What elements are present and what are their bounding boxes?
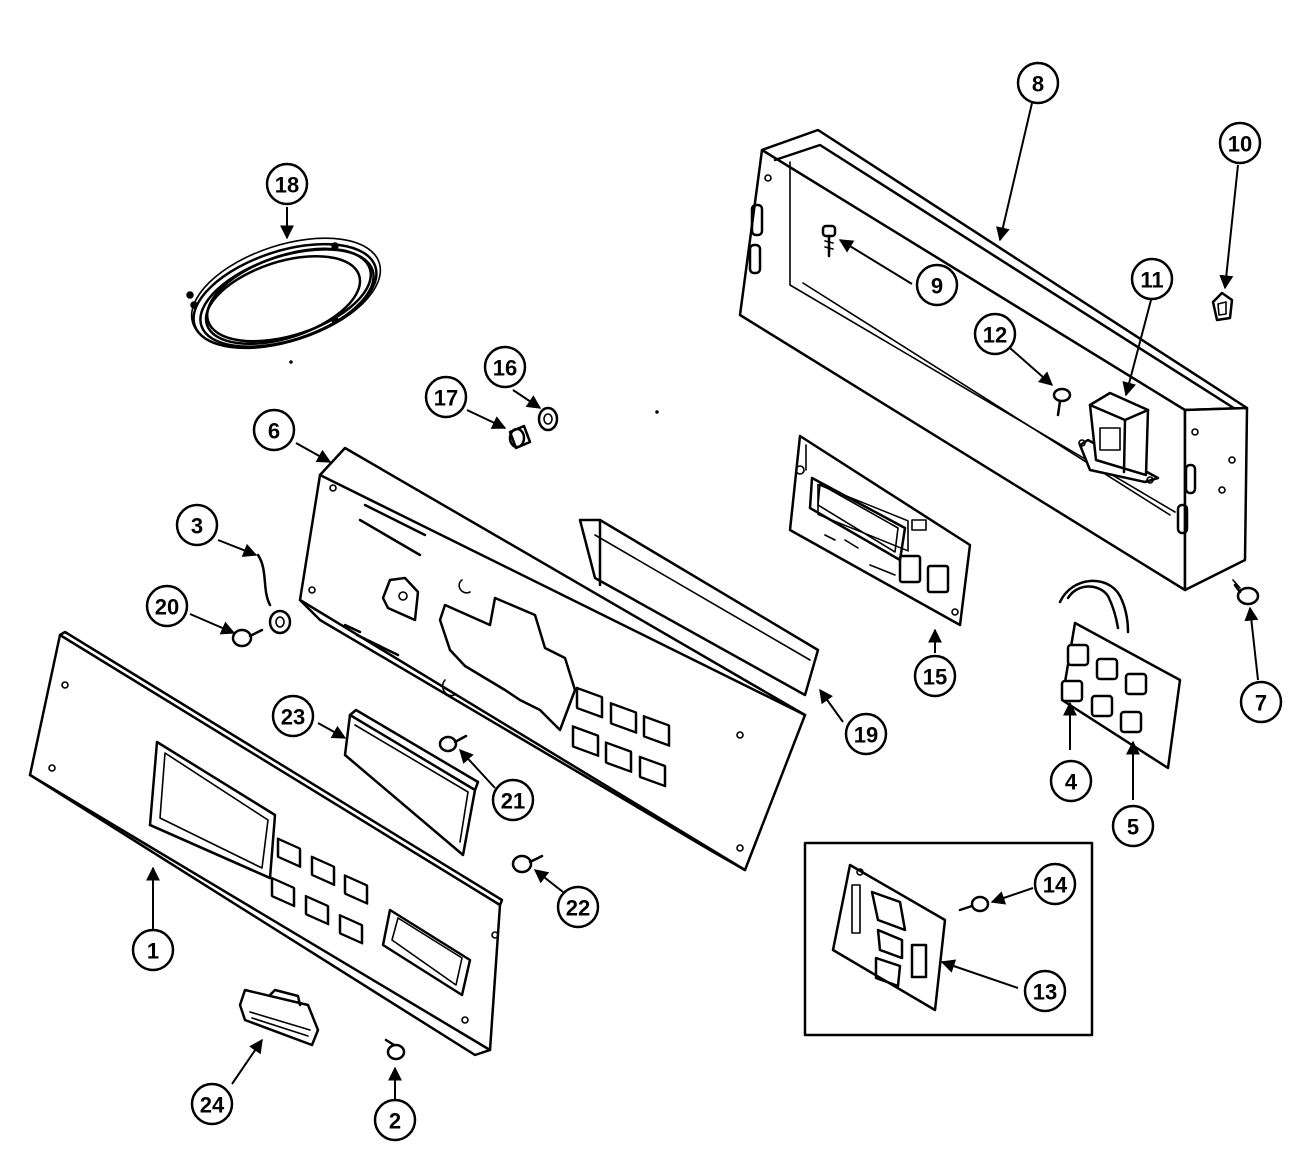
callout-6-label: 6 — [268, 419, 280, 444]
callout-1-label: 1 — [147, 939, 159, 964]
callout-19-label: 19 — [854, 723, 878, 748]
panel-screw-21-part — [438, 734, 468, 753]
transformer-part — [1078, 391, 1160, 484]
callout-17-label: 17 — [434, 386, 458, 411]
trim-strip-part — [578, 518, 820, 697]
console-housing-part — [738, 128, 1249, 592]
callout-11-label: 11 — [1140, 268, 1163, 293]
callout-8: 8 — [1016, 61, 1060, 105]
display-window-part — [343, 708, 480, 857]
callout-24: 24 — [190, 1082, 234, 1126]
callout-9-label: 9 — [931, 274, 943, 299]
callout-3-label: 3 — [191, 514, 203, 539]
transformer-screw-part — [1052, 387, 1072, 417]
front-control-panel-part — [28, 630, 504, 1057]
callout-16: 16 — [483, 345, 527, 389]
nut-part — [537, 406, 559, 432]
keypad-board-part — [1058, 579, 1182, 770]
callout-6: 6 — [252, 408, 296, 452]
clip-part — [1211, 291, 1234, 322]
callout-13: 13 — [1023, 969, 1067, 1013]
callout-21: 21 — [491, 778, 535, 822]
callout-18-label: 18 — [275, 173, 299, 198]
sub-panel-part — [298, 446, 807, 872]
panel-screw-22-part — [511, 854, 544, 874]
callout-22-label: 22 — [566, 896, 590, 921]
side-screw-part — [1232, 579, 1260, 606]
housing-screw-part — [821, 224, 837, 258]
callout-15-label: 15 — [923, 665, 947, 690]
callout-10: 10 — [1218, 121, 1262, 165]
callout-12-label: 12 — [983, 323, 1007, 348]
callout-14: 14 — [1033, 862, 1077, 906]
spacer-part — [508, 424, 532, 450]
callout-7: 7 — [1239, 680, 1283, 724]
callout-19: 19 — [844, 712, 888, 756]
callout-3: 3 — [175, 503, 219, 547]
callout-8-label: 8 — [1032, 72, 1044, 97]
callout-20-label: 20 — [155, 595, 179, 620]
callout-2: 2 — [373, 1098, 417, 1142]
callout-14-label: 14 — [1043, 873, 1068, 898]
callout-17: 17 — [424, 375, 468, 419]
callout-5: 5 — [1111, 804, 1155, 848]
callout-15: 15 — [913, 654, 957, 698]
callout-12: 12 — [973, 312, 1017, 356]
knob-part — [238, 988, 320, 1047]
callout-2-label: 2 — [389, 1109, 401, 1134]
callout-23: 23 — [271, 694, 315, 738]
wire-harness-part — [186, 237, 382, 350]
callout-18: 18 — [265, 162, 309, 206]
callout-22: 22 — [556, 885, 600, 929]
callout-24-label: 24 — [200, 1093, 225, 1118]
callout-21-label: 21 — [501, 789, 525, 814]
callout-9: 9 — [915, 263, 959, 307]
callout-5-label: 5 — [1127, 815, 1139, 840]
callout-4: 4 — [1049, 759, 1093, 803]
callout-1: 1 — [131, 928, 175, 972]
callout-7-label: 7 — [1255, 691, 1267, 716]
board-screw-part — [958, 895, 990, 913]
callout-13-label: 13 — [1033, 980, 1057, 1005]
ground-wire-part — [256, 553, 292, 635]
callout-16-label: 16 — [493, 356, 517, 381]
bottom-screw-part — [384, 1038, 406, 1061]
callout-20: 20 — [145, 584, 189, 628]
callout-10-label: 10 — [1228, 132, 1252, 157]
leader-lines — [146, 102, 1259, 1100]
inset-box — [803, 841, 1094, 1037]
callout-23-label: 23 — [281, 705, 305, 730]
ground-screw-part — [231, 628, 264, 648]
display-board-part — [788, 434, 972, 627]
control-board-part — [831, 863, 947, 1012]
callout-4-label: 4 — [1065, 770, 1078, 795]
callout-11: 11 — [1130, 257, 1174, 301]
